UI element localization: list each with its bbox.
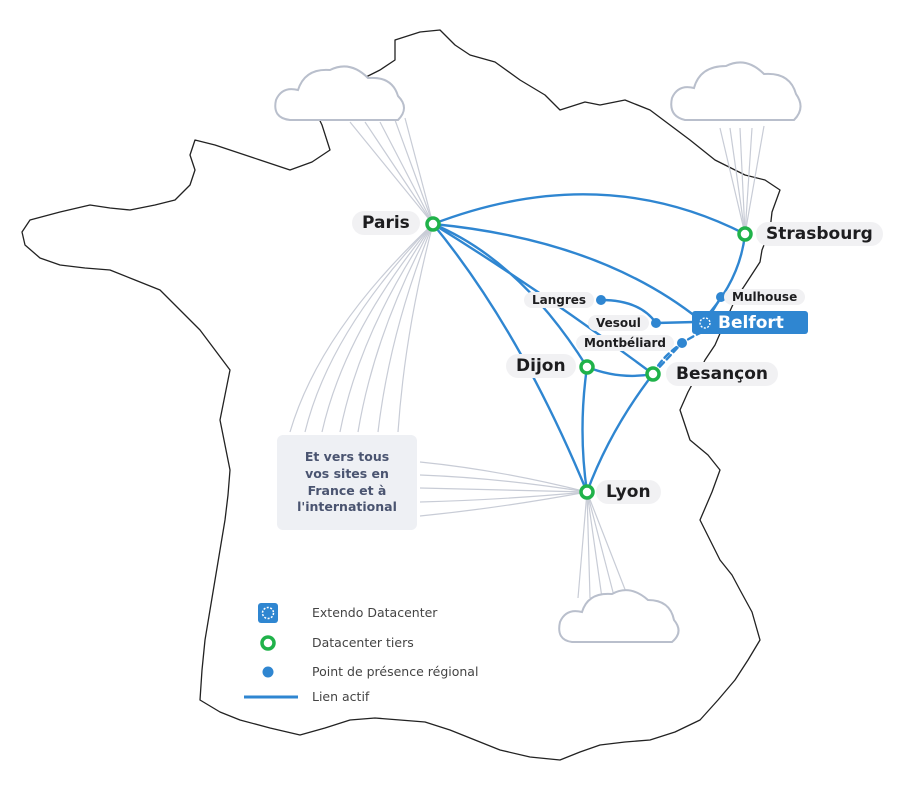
label-paris: Paris bbox=[352, 211, 420, 235]
international-callout: Et vers tous vos sites en France et à l'… bbox=[277, 435, 417, 530]
label-belfort-extendo: Belfort bbox=[692, 311, 808, 334]
france-outline bbox=[21, 29, 781, 761]
cloud-icon bbox=[274, 61, 802, 643]
label-montbeliard: Montbéliard bbox=[576, 335, 675, 351]
label-mulhouse: Mulhouse bbox=[724, 289, 806, 305]
legend-tier-icon bbox=[260, 635, 276, 651]
legend-extendo-label: Extendo Datacenter bbox=[312, 605, 438, 620]
cloud-rays bbox=[289, 117, 765, 599]
label-langres: Langres bbox=[524, 292, 595, 308]
tier-datacenter-nodes bbox=[425, 216, 753, 500]
legend-link-label: Lien actif bbox=[312, 689, 370, 704]
pop-nodes bbox=[596, 292, 726, 348]
label-vesoul: Vesoul bbox=[588, 315, 649, 331]
node-lyon bbox=[579, 484, 595, 500]
legend-pop-icon bbox=[262, 666, 274, 678]
label-lyon: Lyon bbox=[596, 480, 661, 504]
extendo-datacenter-icon bbox=[699, 316, 711, 329]
node-vesoul bbox=[651, 318, 661, 328]
legend-pop-label: Point de présence régional bbox=[312, 664, 479, 679]
label-strasbourg: Strasbourg bbox=[756, 222, 883, 246]
node-montbeliard bbox=[677, 338, 687, 348]
legend-tier-label: Datacenter tiers bbox=[312, 635, 414, 650]
node-dijon bbox=[579, 359, 595, 375]
callout-text: Et vers tous vos sites en France et à l'… bbox=[297, 448, 397, 515]
legend-extendo-icon bbox=[258, 603, 278, 623]
node-besancon bbox=[645, 366, 661, 382]
node-mulhouse bbox=[716, 292, 726, 302]
label-dijon: Dijon bbox=[506, 354, 576, 378]
node-paris bbox=[425, 216, 441, 232]
node-langres bbox=[596, 295, 606, 305]
label-besancon: Besançon bbox=[666, 362, 779, 386]
belfort-name: Belfort bbox=[718, 312, 784, 333]
node-strasbourg bbox=[737, 226, 753, 242]
